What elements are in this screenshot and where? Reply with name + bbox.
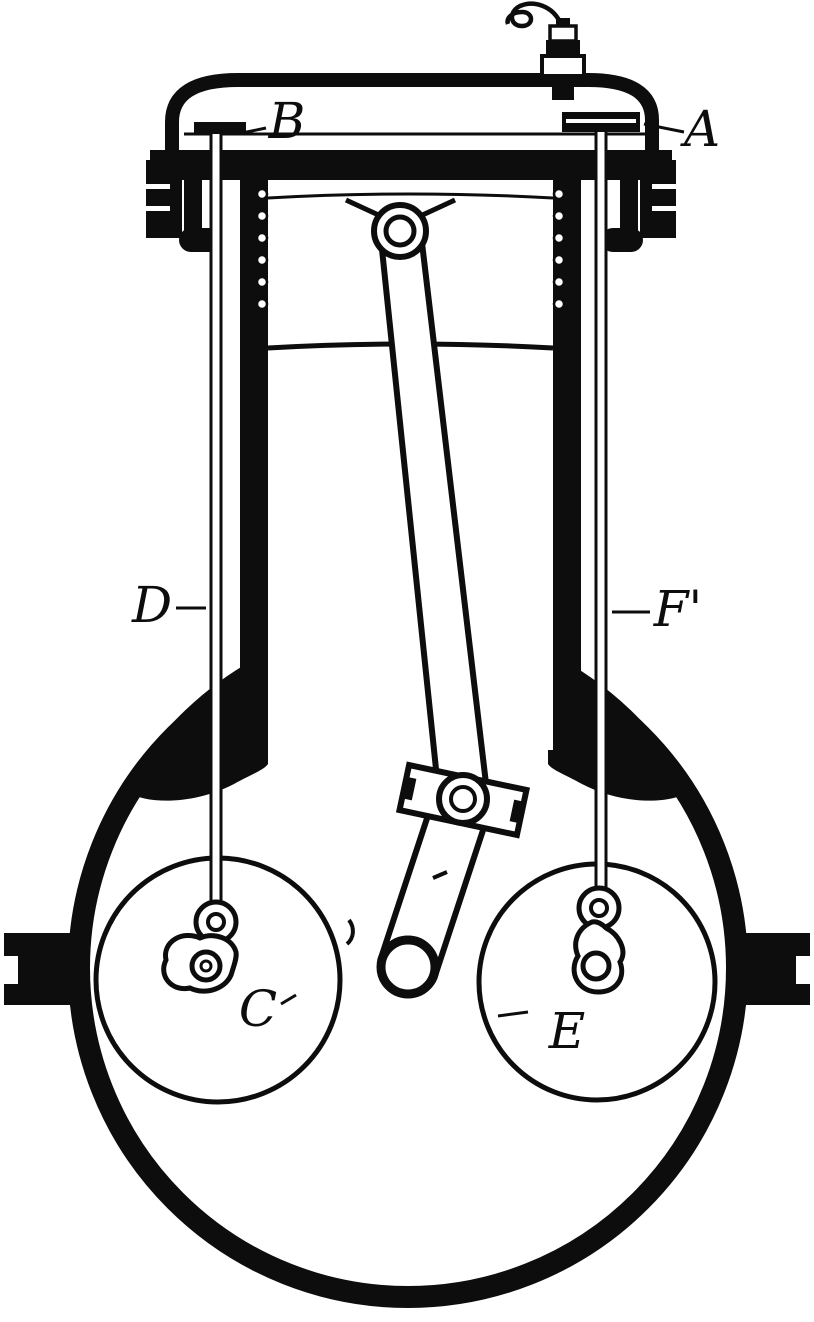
leader-b [241, 126, 267, 135]
label-e: E [548, 1002, 586, 1060]
flange-wing-left [146, 160, 182, 238]
crank-web-mark [432, 870, 448, 880]
label-d: D [131, 576, 172, 634]
cam-hole-right [580, 950, 612, 982]
label-a: A [680, 100, 720, 158]
leader-c [280, 993, 297, 1006]
cam-gear-left [161, 899, 239, 994]
plug-hex-lower [540, 54, 586, 78]
flange-wing-left-slit2 [146, 206, 170, 211]
big-end-bearing-inner [449, 785, 477, 813]
pushrod-right [594, 124, 608, 904]
crankcase-shoulder-right [548, 652, 692, 801]
connecting-rod-assembly [371, 202, 531, 999]
piston-crown-line [267, 192, 554, 200]
label-c: C [239, 980, 277, 1038]
label-b: B [268, 92, 306, 150]
cylinder-wall-left [240, 172, 268, 764]
shaft-stub-right-notch [796, 956, 810, 984]
engraving-tick [345, 918, 355, 946]
cylinder-head-cover [165, 73, 659, 162]
crankcase-shoulder-left [124, 652, 268, 801]
bracket-notch-right [509, 799, 524, 824]
valve-cap-stripe [566, 119, 636, 123]
rod-end-right-inner [589, 898, 609, 918]
stud-dots-right [552, 187, 566, 311]
pushrod-left [209, 126, 223, 918]
plug-hex-upper [546, 40, 580, 57]
flange-wing-right-slit2 [652, 206, 676, 211]
valve-seat-left [194, 122, 246, 134]
cylinder-wall-right [553, 172, 581, 764]
bracket-notch-left [402, 776, 417, 801]
plug-terminal [548, 24, 578, 43]
cam-hole-left-dot [199, 959, 213, 973]
wrist-pin-inner [383, 214, 417, 248]
rod-end-left-inner [206, 912, 226, 932]
plug-tip [556, 18, 570, 27]
valve-cap-right [562, 112, 640, 132]
flange-wing-right [640, 160, 676, 238]
shaft-stub-left-notch [4, 956, 18, 984]
leader-e [497, 1010, 529, 1018]
jacket-wall-right [620, 180, 638, 230]
flange-wing-left-slit1 [146, 184, 170, 189]
jacket-wall-left [184, 180, 202, 230]
head-flange-band [150, 150, 672, 180]
head-cover-outline [165, 73, 659, 162]
ignition-wire [505, 1, 563, 29]
cylinder-block [146, 150, 676, 764]
spark-plug [505, 1, 586, 100]
label-f: F' [653, 580, 702, 638]
jacket-bead-right [601, 228, 643, 252]
cam-gear-right [571, 885, 626, 995]
plug-stem [552, 74, 574, 100]
leader-a [643, 122, 685, 134]
stud-dots-left [255, 187, 269, 311]
crankshaft-eye [376, 935, 440, 999]
flange-wing-right-slit1 [652, 184, 676, 189]
leader-lines [176, 122, 685, 1018]
reference-labels: B A D F' C E [131, 92, 720, 1060]
